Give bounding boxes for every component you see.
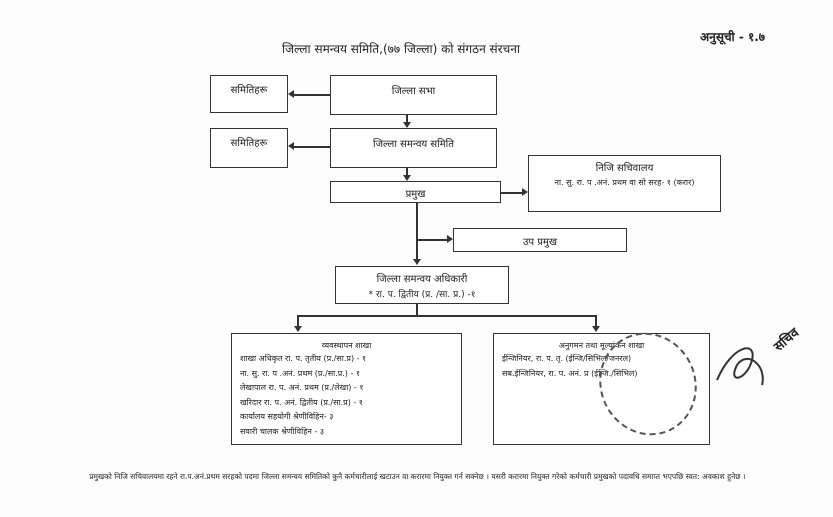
private-secretariat-box: निजि सचिवालय ना. सु. रा. प .अनं. प्रथम व… bbox=[528, 155, 721, 212]
monitoring-branch-box: अनुगमन तथा मूल्यांकन शाखा ईन्जिनियर, रा.… bbox=[493, 333, 710, 445]
committees-box-1: समितिहरू bbox=[210, 75, 288, 113]
staff-item: सवारी चालक श्रेणीविहिन - ३ bbox=[240, 426, 325, 436]
committees-label: समितिहरू bbox=[230, 138, 268, 149]
connector bbox=[416, 304, 418, 316]
arrow-down-icon bbox=[294, 326, 302, 332]
signature-icon bbox=[716, 347, 764, 386]
staff-item: शाखा अधिकृत रा. प. तृतीय (प्र./सा.प्र) -… bbox=[240, 354, 367, 363]
district-coordination-officer-box: जिल्ला समन्वय अधिकारी * रा. प. द्वितीय (… bbox=[335, 266, 509, 304]
chief-label: प्रमुख bbox=[405, 189, 426, 200]
management-staff-list: शाखा अधिकृत रा. प. तृतीय (प्र./सा.प्र) -… bbox=[240, 352, 366, 439]
arrow-right-icon bbox=[522, 188, 528, 196]
deputy-chief-box: उप प्रमुख bbox=[453, 228, 627, 252]
connector bbox=[297, 315, 596, 317]
staff-item: सब.ईन्जिनियर, रा. प. अनं. प्र (ईन्जि./सि… bbox=[502, 368, 638, 378]
private-secretariat-staff: ना. सु. रा. प .अनं. प्रथम वा सो सरह- १ (… bbox=[554, 178, 695, 187]
deputy-chief-label: उप प्रमुख bbox=[522, 237, 558, 248]
monitoring-branch-title: अनुगमन तथा मूल्यांकन शाखा bbox=[558, 341, 645, 350]
annex-label: अनुसूची - १.७ bbox=[700, 30, 766, 44]
staff-item: ईन्जिनियर, रा. प. तृ. (ईन्जि/सिभिल/जनरल) bbox=[502, 354, 632, 363]
arrow-right-icon bbox=[447, 235, 453, 243]
chief-box: प्रमुख bbox=[330, 181, 501, 203]
arrow-down-icon bbox=[413, 259, 421, 265]
district-coordination-committee-box: जिल्ला समन्वय समिति bbox=[330, 128, 497, 168]
staff-item: लेखापाल रा. प. अनं. प्रथम (प्र./लेखा) - … bbox=[240, 383, 364, 392]
connector bbox=[416, 203, 418, 260]
connector bbox=[406, 115, 408, 123]
management-branch-title: व्यवस्थापन शाखा bbox=[321, 341, 372, 350]
management-branch-box: व्यवस्थापन शाखा शाखा अधिकृत रा. प. तृतीय… bbox=[231, 333, 462, 445]
staff-item: ना. सु. रा. प .अनं. प्रथम (प्र./सा.प्र.)… bbox=[240, 368, 361, 378]
connector bbox=[416, 239, 447, 241]
connector bbox=[294, 146, 330, 148]
signature-label: सचिव bbox=[771, 325, 803, 355]
arrow-down-icon bbox=[403, 175, 411, 181]
footnote: प्रमुखको निजि सचिवालयमा रहने रा.प.अनं.प्… bbox=[89, 472, 746, 481]
arrow-down-icon bbox=[403, 122, 411, 128]
committees-box-2: समितिहरू bbox=[210, 128, 288, 168]
connector bbox=[297, 315, 299, 327]
staff-item: कार्यालय सहयोगी श्रेणीविहिन- ३ bbox=[240, 412, 334, 421]
dco-title: जिल्ला समन्वय अधिकारी bbox=[376, 274, 468, 285]
chart-title: जिल्ला समन्वय समिति,(७७ जिल्ला) को संगठन… bbox=[282, 42, 520, 56]
dco-staff: * रा. प. द्वितीय (प्र. /सा. प्र.) -१ bbox=[368, 290, 476, 300]
monitoring-staff-list: ईन्जिनियर, रा. प. तृ. (ईन्जि/सिभिल/जनरल)… bbox=[502, 352, 638, 381]
connector bbox=[501, 192, 522, 194]
connector bbox=[406, 168, 408, 175]
connector bbox=[595, 315, 597, 327]
connector bbox=[294, 94, 330, 96]
arrow-left-icon bbox=[288, 142, 294, 150]
staff-item: खरिदार रा. प. अनं. द्वितीय (प्र./सा.प्र)… bbox=[240, 397, 363, 407]
private-secretariat-title: निजि सचिवालय bbox=[595, 163, 654, 174]
arrow-down-icon bbox=[592, 326, 600, 332]
committees-label: समितिहरू bbox=[230, 85, 268, 96]
dcc-label: जिल्ला समन्वय समिति bbox=[373, 139, 454, 150]
district-assembly-label: जिल्ला सभा bbox=[391, 86, 436, 97]
district-assembly-box: जिल्ला सभा bbox=[330, 75, 497, 115]
arrow-left-icon bbox=[288, 90, 294, 98]
